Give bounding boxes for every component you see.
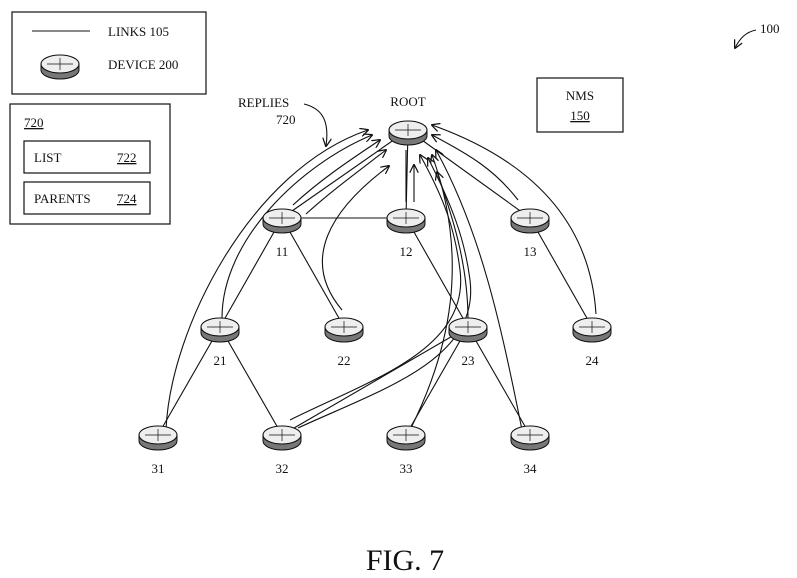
device-node-22: 22 — [324, 317, 364, 368]
node-label-root: ROOT — [390, 94, 425, 109]
parents-label: PARENTS — [34, 191, 91, 206]
device-icon — [448, 317, 488, 343]
device-icon — [324, 317, 364, 343]
reply-path-24 — [432, 125, 597, 315]
reply-path-34 — [436, 150, 523, 431]
figure-caption: FIG. 7 — [366, 544, 444, 577]
list-ref: 722 — [117, 150, 137, 165]
nodes-layer: ROOT 11 12 13 21 22 23 24 31 32 33 34 — [138, 94, 612, 476]
node-label-24: 24 — [586, 353, 600, 368]
device-node-13: 13 — [510, 208, 550, 259]
device-icon — [386, 208, 426, 234]
device-node-33: 33 — [386, 425, 426, 476]
node-label-12: 12 — [400, 244, 413, 259]
link-23-32 — [281, 326, 469, 436]
legend-box: LINKS 105 DEVICE 200 — [11, 11, 207, 95]
node-label-33: 33 — [400, 461, 413, 476]
reply-path-13 — [432, 135, 519, 201]
device-icon — [200, 317, 240, 343]
node-label-23: 23 — [462, 353, 475, 368]
node-label-13: 13 — [524, 244, 537, 259]
node-label-32: 32 — [276, 461, 289, 476]
reply-path-32 — [289, 155, 462, 421]
reply-path-32b — [297, 158, 472, 429]
link-12-23 — [405, 217, 469, 328]
reply-path-11b — [305, 150, 386, 215]
replies-layer — [165, 125, 597, 431]
replies-label: REPLIES — [238, 95, 289, 110]
legend-device-label: DEVICE 200 — [108, 57, 178, 72]
device-node-31: 31 — [138, 425, 178, 476]
reply-path-21 — [221, 135, 372, 319]
device-legend-icon — [40, 54, 80, 80]
device-icon — [510, 208, 550, 234]
legend-links-label: LINKS 105 — [108, 24, 169, 39]
reply-path-33 — [409, 155, 453, 431]
device-icon — [388, 120, 428, 146]
link-11-22 — [281, 217, 345, 328]
device-node-12: 12 — [386, 208, 426, 259]
link-11-21 — [219, 217, 283, 328]
device-node-34: 34 — [510, 425, 550, 476]
reply-path-31 — [165, 130, 368, 431]
reply-box-number: 720 — [24, 115, 44, 130]
device-icon — [138, 425, 178, 451]
reply-path-22 — [321, 166, 389, 311]
links-layer — [157, 129, 593, 436]
device-icon — [262, 208, 302, 234]
list-field — [23, 140, 151, 174]
link-21-31 — [157, 326, 221, 436]
nms-box: NMS 150 — [536, 77, 624, 133]
link-21-32 — [219, 326, 283, 436]
device-node-21: 21 — [200, 317, 240, 368]
nms-ref: 150 — [570, 108, 590, 123]
node-label-21: 21 — [214, 353, 227, 368]
link-root-11 — [281, 129, 409, 219]
device-icon — [262, 425, 302, 451]
list-label: LIST — [34, 150, 62, 165]
reply-message-box: 720 LIST 722 PARENTS 724 — [9, 103, 171, 225]
link-23-34 — [467, 326, 531, 436]
device-node-11: 11 — [262, 208, 302, 259]
node-label-22: 22 — [338, 353, 351, 368]
device-node-24: 24 — [572, 317, 612, 368]
device-node-23: 23 — [448, 317, 488, 368]
reply-path-11 — [292, 140, 380, 206]
ref-100-label: 100 — [760, 21, 780, 36]
replies-ref: 720 — [276, 112, 296, 127]
parents-ref: 724 — [117, 191, 137, 206]
node-label-31: 31 — [152, 461, 165, 476]
link-root-13 — [407, 129, 531, 219]
replies-pointer — [303, 103, 327, 146]
parents-field — [23, 181, 151, 215]
node-label-11: 11 — [276, 244, 289, 259]
device-node-root: ROOT — [388, 94, 428, 146]
device-icon — [572, 317, 612, 343]
device-icon — [510, 425, 550, 451]
device-node-32: 32 — [262, 425, 302, 476]
nms-label: NMS — [566, 88, 594, 103]
node-label-34: 34 — [524, 461, 538, 476]
device-icon — [386, 425, 426, 451]
link-13-24 — [529, 217, 593, 328]
ref-100-arrow — [735, 29, 757, 48]
